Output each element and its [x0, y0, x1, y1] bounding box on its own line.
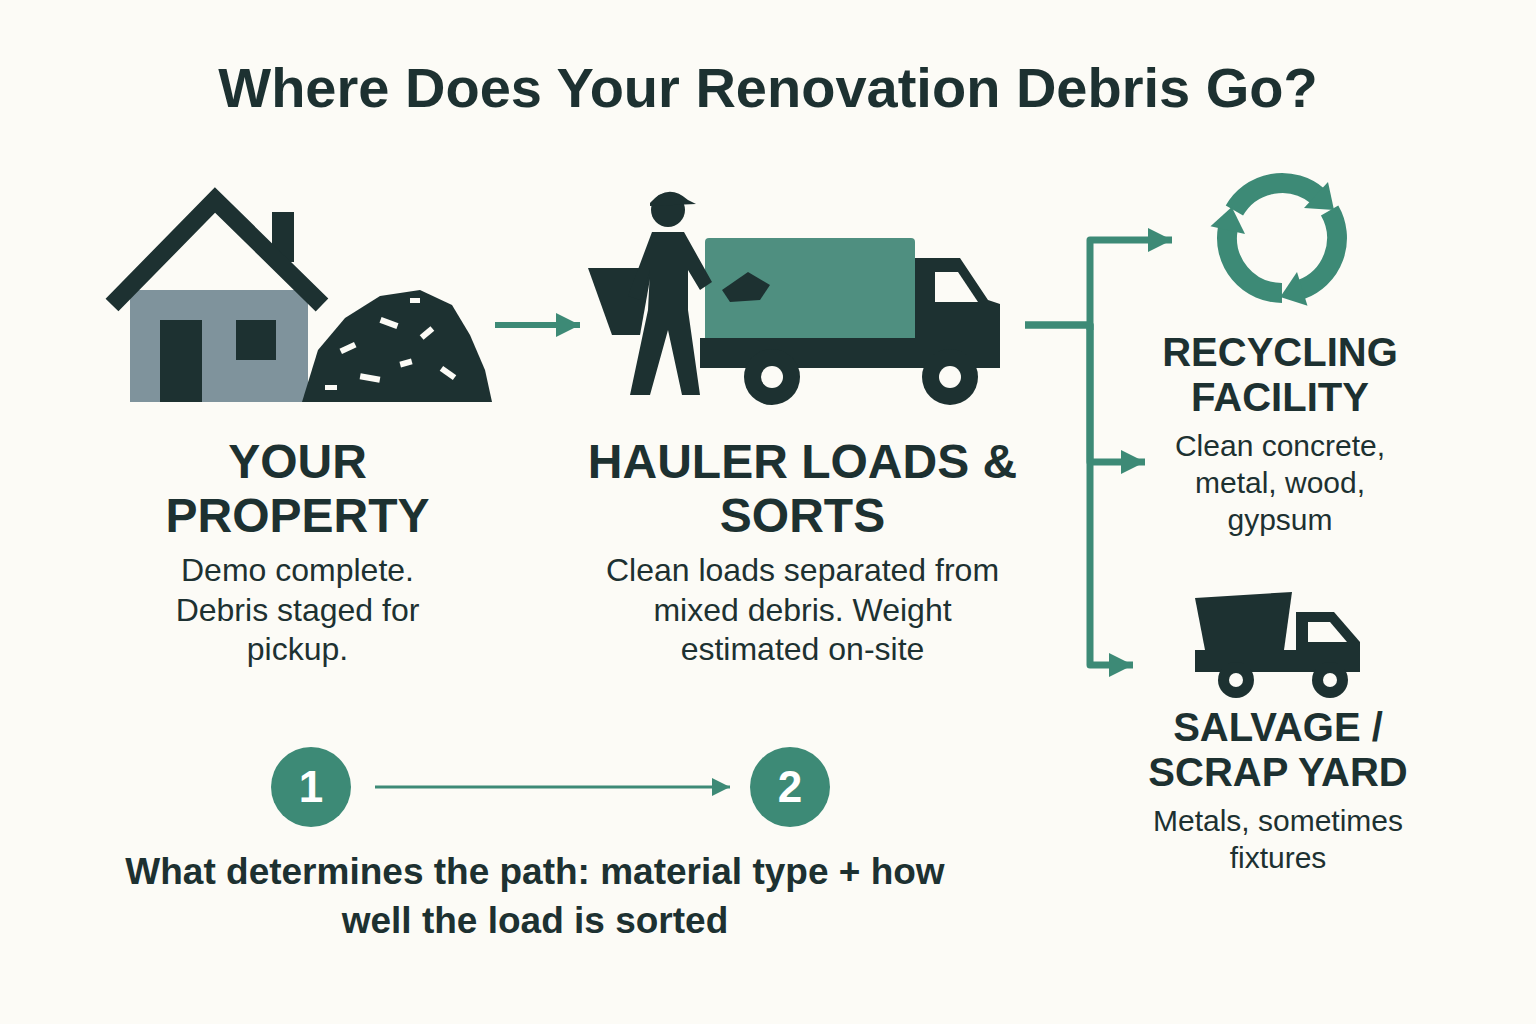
title: Where Does Your Renovation Debris Go?	[0, 55, 1536, 120]
stage-description: Clean concrete, metal, wood, gypsum	[1155, 428, 1405, 538]
stage-description: Metals, sometimes fixtures	[1133, 803, 1423, 876]
branch-arrow	[1090, 240, 1172, 330]
house-icon	[112, 200, 492, 402]
note-text: What determines the path: material type …	[90, 848, 980, 946]
property-stage: YOUR PROPERTYDemo complete. Debris stage…	[100, 180, 495, 669]
stage-description: Demo complete. Debris staged for pickup.	[138, 551, 458, 668]
step-circle: 1	[271, 747, 351, 827]
hauler-stage: HAULER LOADS & SORTSClean loads separate…	[580, 180, 1025, 669]
hauler-icon	[588, 192, 1000, 405]
stage-heading: YOUR PROPERTY	[100, 435, 495, 543]
stage-description: Clean loads separated from mixed debris.…	[593, 551, 1013, 668]
step-number: 2	[778, 762, 802, 812]
flow-arrow	[1025, 325, 1133, 665]
flow-arrow	[495, 322, 580, 328]
stage-heading: RECYCLING FACILITY	[1145, 330, 1415, 420]
recycling-stage: RECYCLING FACILITYClean concrete, metal,…	[1145, 170, 1415, 538]
flow-arrow	[375, 786, 730, 789]
stage-heading: HAULER LOADS & SORTS	[580, 435, 1025, 543]
step-circle: 2	[750, 747, 830, 827]
flow-arrow	[1025, 325, 1145, 462]
salvage-stage: SALVAGE / SCRAP YARD Metals, sometimes fi…	[1133, 570, 1423, 877]
step-number: 1	[299, 762, 323, 812]
dump-truck-icon	[1195, 592, 1360, 698]
recycle-icon	[1208, 182, 1355, 311]
stage-heading: SALVAGE / SCRAP YARD	[1133, 705, 1423, 795]
